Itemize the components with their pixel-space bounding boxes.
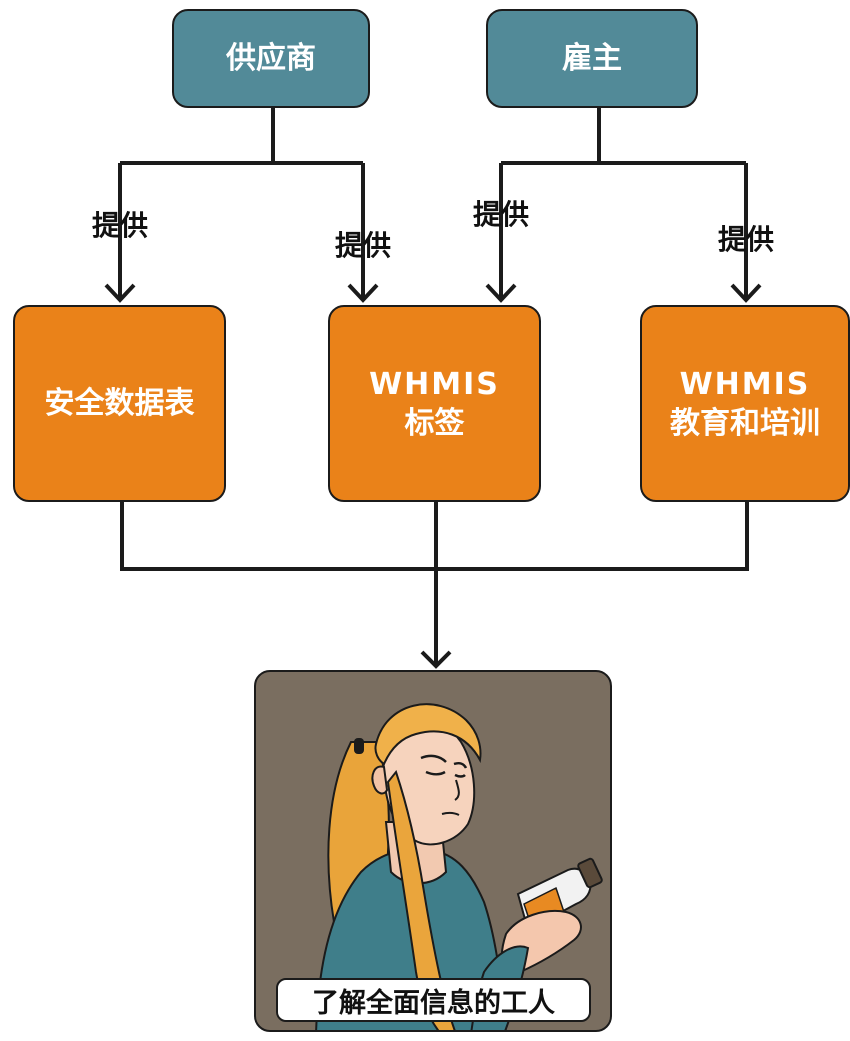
connector-employer-split xyxy=(501,105,746,165)
ear xyxy=(371,765,389,795)
whmis-training-line-1: WHMIS xyxy=(679,366,811,402)
supplier-box: 供应商 xyxy=(172,9,370,108)
edge-label-supplier-sds: 提供 xyxy=(91,209,149,242)
right-brow xyxy=(453,761,468,769)
whmis-label-line-2: 标签 xyxy=(404,405,465,441)
mouth xyxy=(441,811,460,816)
arrowhead-to-worker xyxy=(420,650,452,669)
employer-box: 雇主 xyxy=(486,9,698,108)
right-eye xyxy=(454,773,466,778)
whmis-label-box: WHMIS 标签 xyxy=(328,305,541,502)
worker-caption: 了解全面信息的工人 xyxy=(276,978,591,1022)
employer-label: 雇主 xyxy=(562,41,622,76)
left-brow xyxy=(420,754,447,763)
left-eye xyxy=(425,770,446,776)
connector-supplier-split xyxy=(120,105,363,165)
edge-label-employer-training: 提供 xyxy=(717,223,775,256)
informed-worker-panel: 了解全面信息的工人 xyxy=(254,670,612,1032)
hair-band xyxy=(354,738,364,754)
arrowhead-employer-to-training xyxy=(730,283,762,303)
whmis-label-line-1: WHMIS xyxy=(369,366,500,402)
hair-front xyxy=(386,769,456,1030)
arrowhead-supplier-to-sds xyxy=(104,283,136,303)
connector-merge xyxy=(120,501,749,666)
arrowhead-employer-to-label xyxy=(485,283,517,303)
whmis-training-box: WHMIS 教育和培训 xyxy=(640,305,850,502)
woman-reading-bottle-illustration xyxy=(315,703,603,1030)
safety-data-sheet-box: 安全数据表 xyxy=(13,305,226,502)
safety-data-sheet-label: 安全数据表 xyxy=(44,386,195,421)
supplier-label: 供应商 xyxy=(226,41,316,76)
edge-label-supplier-label: 提供 xyxy=(334,229,392,262)
whmis-training-line-2: 教育和培训 xyxy=(670,405,820,441)
hair-top xyxy=(374,703,482,766)
edge-label-employer-label: 提供 xyxy=(472,198,530,231)
arrowhead-supplier-to-label xyxy=(347,283,379,303)
bottle-cap xyxy=(577,857,603,889)
nose xyxy=(454,779,460,801)
